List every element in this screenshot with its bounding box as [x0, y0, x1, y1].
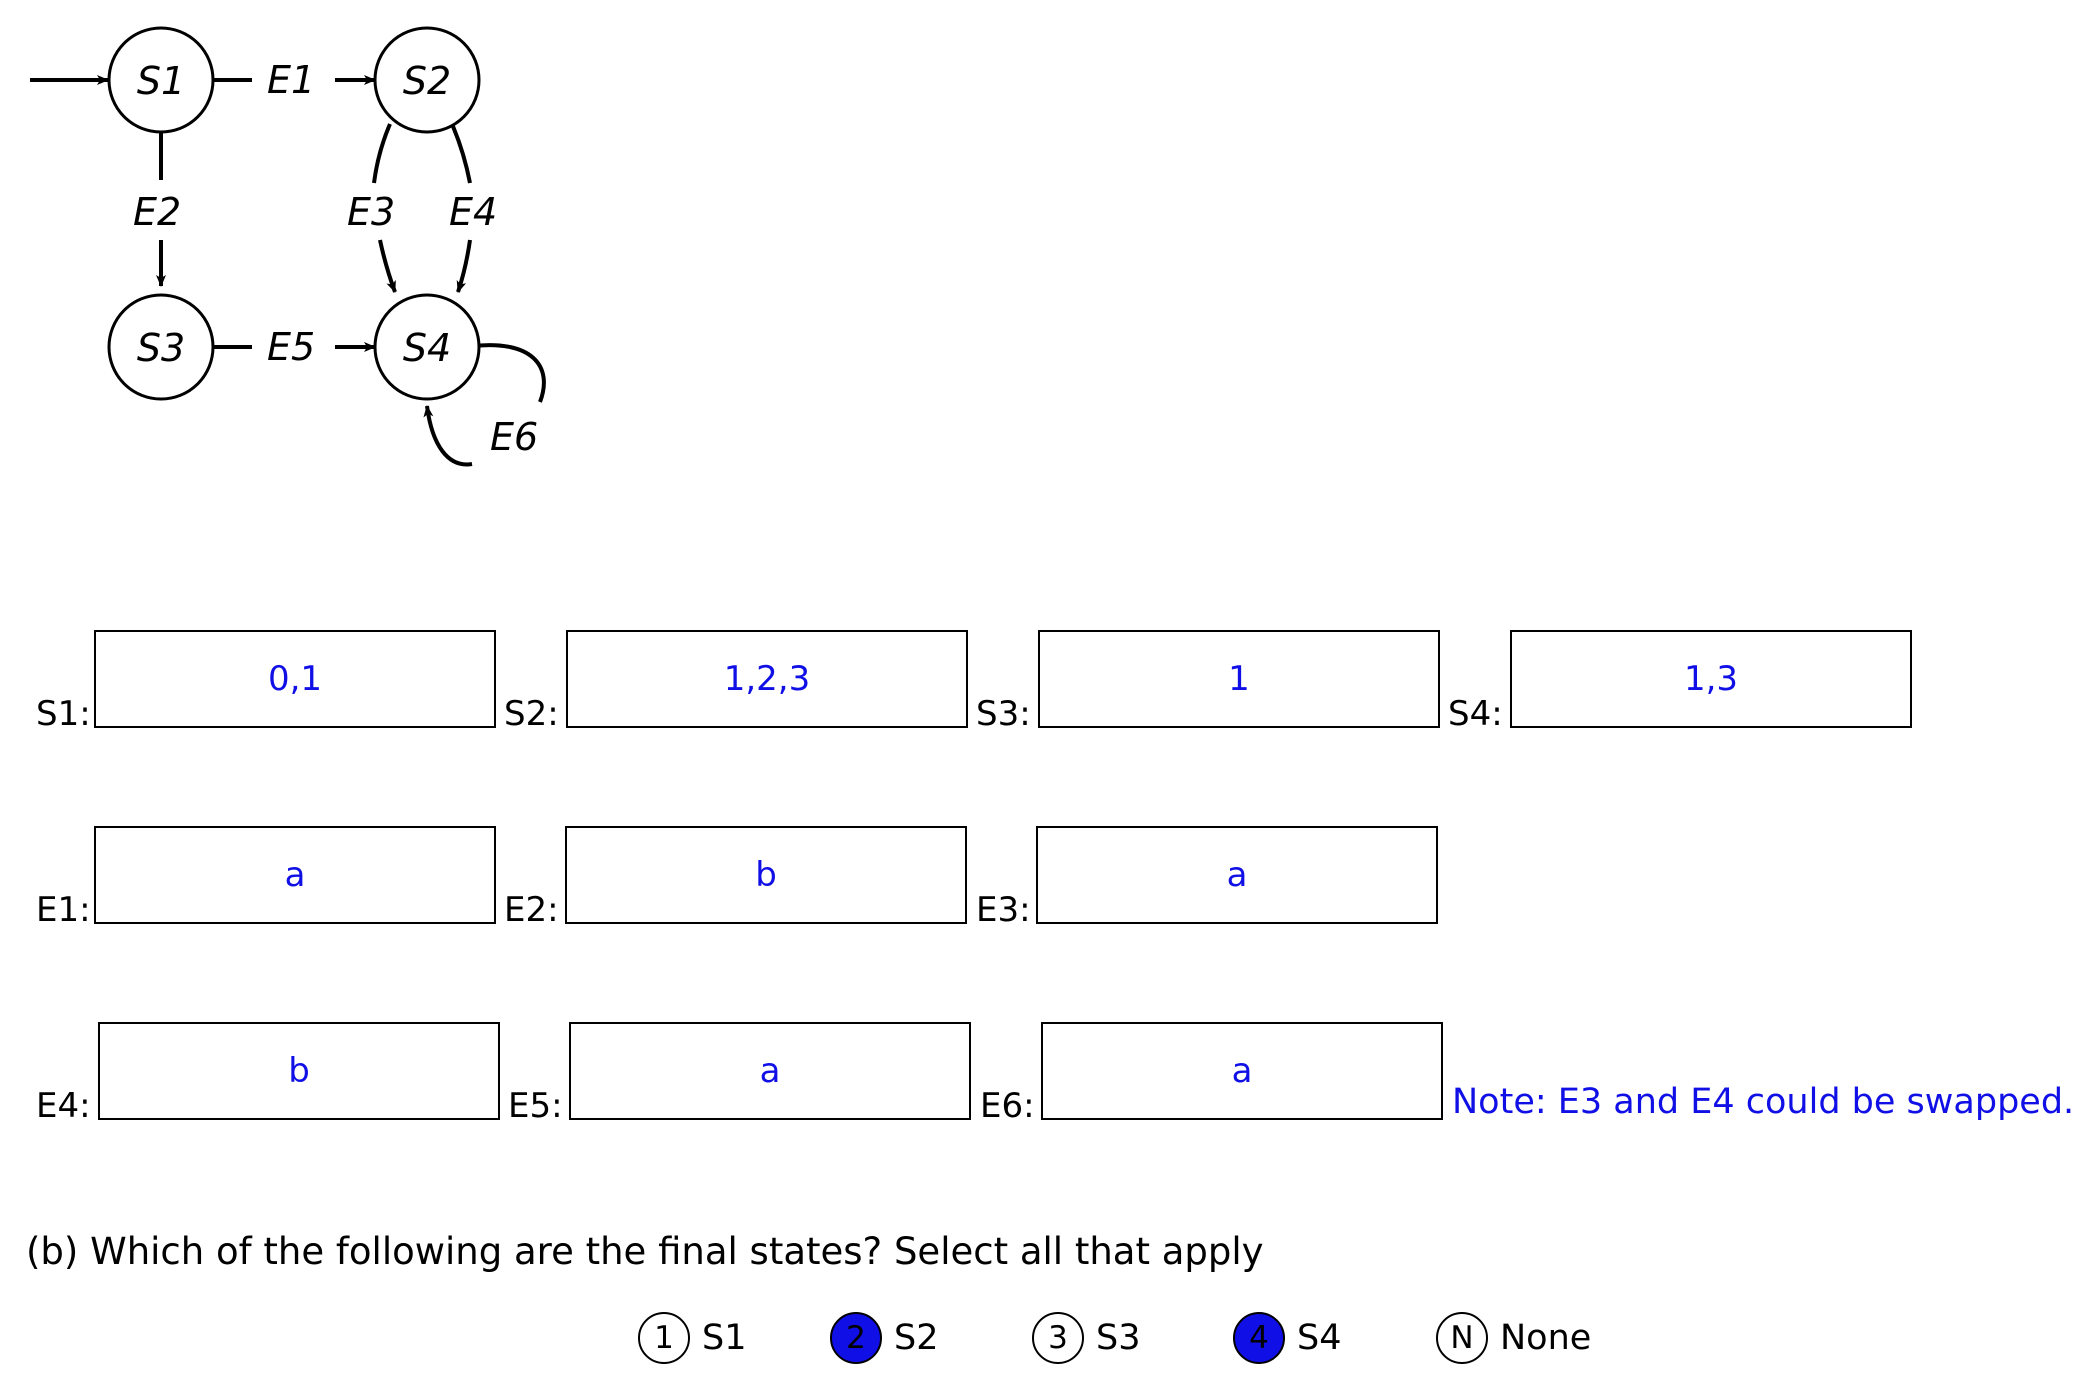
field-label-s2: S2: — [504, 694, 559, 734]
option-label-s2: S2 — [894, 1318, 939, 1358]
swap-note: Note: E3 and E4 could be swapped. — [1452, 1082, 2075, 1122]
field-e1[interactable]: a — [94, 826, 496, 924]
option-s3[interactable]: 3 S3 — [1032, 1312, 1141, 1364]
state-node-s1: S1 — [107, 26, 215, 134]
field-label-s1: S1: — [36, 694, 91, 734]
field-label-s4: S4: — [1448, 694, 1503, 734]
option-bubble-3[interactable]: 3 — [1032, 1312, 1084, 1364]
edge-e3-bottom — [378, 239, 397, 293]
svg-text:S2: S2 — [403, 59, 451, 103]
field-label-e1: E1: — [36, 890, 91, 930]
edge-label-e4: E4 — [449, 190, 497, 234]
edge-label-e1: E1 — [267, 58, 315, 102]
field-e2[interactable]: b — [565, 826, 967, 924]
option-bubble-4[interactable]: 4 — [1233, 1312, 1285, 1364]
option-s1[interactable]: 1 S1 — [638, 1312, 747, 1364]
edge-label-e2: E2 — [133, 190, 181, 234]
svg-text:S4: S4 — [403, 326, 451, 370]
field-e6[interactable]: a — [1041, 1022, 1443, 1120]
state-node-s4: S4 — [373, 293, 481, 401]
edge-label-e5: E5 — [267, 325, 315, 369]
field-label-s3: S3: — [976, 694, 1031, 734]
field-e3[interactable]: a — [1036, 826, 1438, 924]
field-label-e2: E2: — [504, 890, 559, 930]
state-node-s2: S2 — [373, 26, 481, 134]
option-none[interactable]: N None — [1436, 1312, 1591, 1364]
option-s4[interactable]: 4 S4 — [1233, 1312, 1342, 1364]
option-bubble-1[interactable]: 1 — [638, 1312, 690, 1364]
option-label-s4: S4 — [1297, 1318, 1342, 1358]
edge-e6-arrow — [423, 405, 473, 467]
field-s4[interactable]: 1,3 — [1510, 630, 1912, 728]
option-bubble-2[interactable]: 2 — [830, 1312, 882, 1364]
edge-e4-bottom — [456, 239, 472, 293]
field-e5[interactable]: a — [569, 1022, 971, 1120]
field-e4[interactable]: b — [98, 1022, 500, 1120]
field-s1[interactable]: 0,1 — [94, 630, 496, 728]
state-node-s3: S3 — [107, 293, 215, 401]
field-s3[interactable]: 1 — [1038, 630, 1440, 728]
field-label-e3: E3: — [976, 890, 1031, 930]
edge-e3-top — [372, 123, 392, 184]
field-label-e6: E6: — [980, 1086, 1035, 1126]
field-s2[interactable]: 1,2,3 — [566, 630, 968, 728]
edge-e4-top — [450, 123, 472, 184]
edge-label-e3: E3 — [347, 190, 395, 234]
edge-label-e6: E6 — [490, 415, 538, 459]
option-bubble-n[interactable]: N — [1436, 1312, 1488, 1364]
state-diagram: E1 E2 E3 E4 E5 E6 S1 S2 S3 S4 — [30, 26, 546, 467]
svg-text:S1: S1 — [137, 59, 185, 103]
field-label-e4: E4: — [36, 1086, 91, 1126]
option-label-none: None — [1500, 1318, 1592, 1358]
svg-text:S3: S3 — [137, 326, 185, 370]
option-label-s3: S3 — [1096, 1318, 1141, 1358]
option-label-s1: S1 — [702, 1318, 747, 1358]
edge-e6-loop — [473, 343, 546, 403]
field-label-e5: E5: — [508, 1086, 563, 1126]
option-s2[interactable]: 2 S2 — [830, 1312, 939, 1364]
question-text: (b) Which of the following are the final… — [26, 1230, 1264, 1273]
